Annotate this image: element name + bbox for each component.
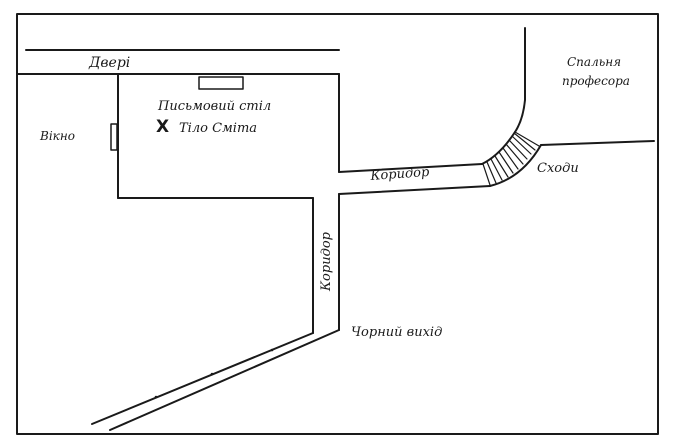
desk-shape	[198, 76, 244, 90]
corridor-vertical-label: Коридор	[319, 232, 334, 291]
stairs-label: Сходи	[537, 161, 579, 176]
stairs-inner-edge	[489, 144, 542, 187]
stairs-steps	[482, 131, 540, 186]
body-label: Тіло Сміта	[179, 121, 258, 136]
exit-path-upper	[91, 332, 314, 425]
corridor-h-lower-wall	[338, 185, 491, 195]
window-label: Вікно	[40, 129, 75, 143]
bedroom-label-line1: Спальня	[567, 55, 622, 69]
back-exit-label: Чорний вихід	[351, 325, 443, 340]
exit-path-dots	[154, 348, 274, 399]
window-frame	[110, 123, 118, 151]
bedroom-wall-bottom	[540, 140, 655, 146]
map-border	[16, 13, 659, 435]
desk-label: Письмовий стіл	[158, 99, 272, 114]
corridor-horizontal-label: Коридор	[369, 164, 430, 184]
bedroom-wall-left	[514, 27, 526, 133]
door-label: Двері	[89, 55, 131, 71]
bedroom-label-line2: професора	[562, 74, 630, 88]
exit-path-lower	[109, 329, 340, 431]
body-marker-icon: X	[156, 117, 170, 137]
corridor-h-upper-wall	[338, 163, 483, 173]
